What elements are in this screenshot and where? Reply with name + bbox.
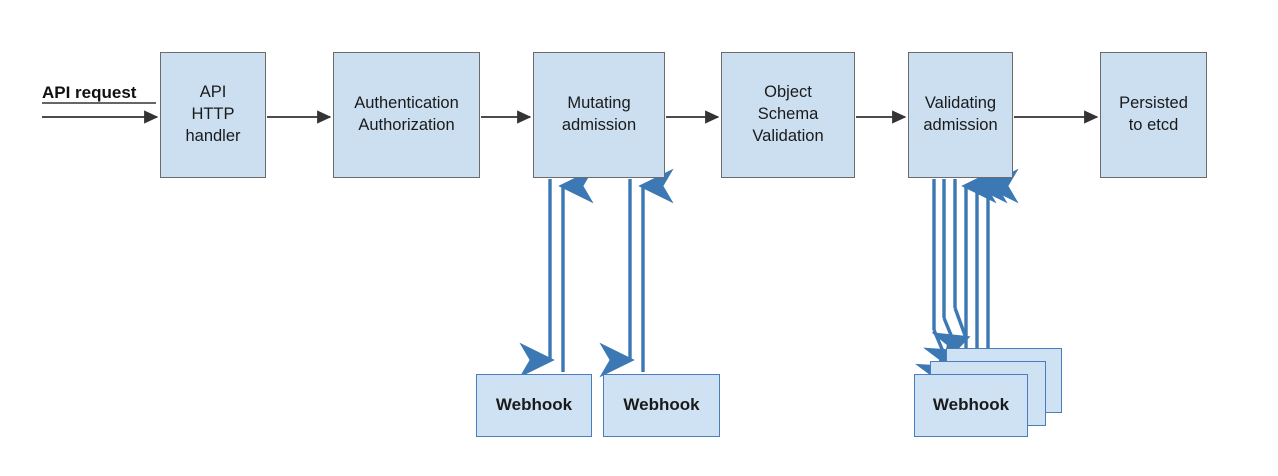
connector-entry-to-api-http-handler (42, 102, 159, 124)
stage-validating-admission[interactable]: Validating admission (908, 52, 1013, 178)
stage-label: Mutating admission (561, 94, 637, 134)
stage-mutating-admission[interactable]: Mutating admission (533, 52, 665, 178)
webhook-label: Webhook (623, 395, 700, 415)
webhook-label: Webhook (932, 395, 1010, 415)
connector-mutating-admission-to-mutating-webhook-1 (519, 168, 594, 378)
webhook-mutating-1[interactable]: Webhook (476, 374, 592, 437)
stage-label: API HTTP handler (185, 83, 241, 145)
stage-label: Persisted to etcd (1119, 94, 1188, 134)
stage-label: Validating admission (923, 94, 998, 134)
connector-validating-admission-to-validating-webhook-stack (915, 168, 1019, 396)
webhook-validating-stack-front[interactable]: Webhook (914, 374, 1028, 437)
entry-label: API request (42, 83, 137, 102)
stage-authn-authz[interactable]: Authentication Authorization (333, 52, 480, 178)
webhook-label: Webhook (495, 395, 573, 415)
stage-persisted-to-etcd[interactable]: Persisted to etcd (1100, 52, 1207, 178)
webhook-mutating-2[interactable]: Webhook (603, 374, 720, 437)
connector-mutating-admission-to-mutating-webhook-2 (599, 168, 674, 378)
stage-label: Authentication Authorization (354, 94, 459, 134)
stage-label: Object Schema Validation (752, 83, 824, 145)
stage-object-schema-validation[interactable]: Object Schema Validation (721, 52, 855, 178)
stage-api-http-handler[interactable]: API HTTP handler (160, 52, 266, 178)
